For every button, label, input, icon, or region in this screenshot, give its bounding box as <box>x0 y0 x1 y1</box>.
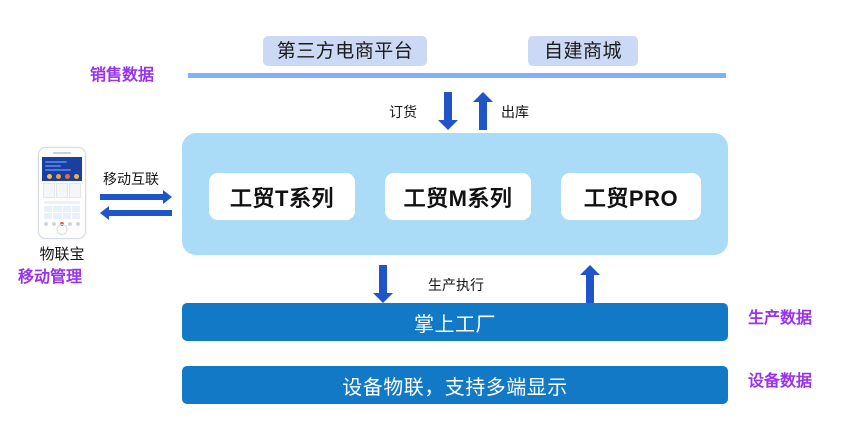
flow-caption-order: 订货 <box>389 104 417 120</box>
phone-section-divider <box>44 201 80 204</box>
phone-summary-cards <box>42 181 82 200</box>
channel-pill-self-built: 自建商城 <box>528 36 638 66</box>
flow-caption-production-execution: 生产执行 <box>428 277 484 293</box>
label-mobile-management: 移动管理 <box>18 269 83 286</box>
phone-mockup <box>38 147 86 239</box>
arrow-up-production-execution-icon <box>580 265 600 303</box>
label-sales-data: 销售数据 <box>90 67 155 84</box>
arrow-down-production-execution-icon <box>373 265 393 303</box>
phone-app-grid <box>42 205 82 220</box>
arrow-right-mobile-internet-icon <box>100 190 172 204</box>
product-box-gongmao-t[interactable]: 工贸T系列 <box>209 173 355 220</box>
erp-product-container: 工贸T系列 工贸M系列 工贸PRO <box>182 133 728 255</box>
phone-app-banner <box>42 157 82 181</box>
bar-palm-factory[interactable]: 掌上工厂 <box>182 303 728 341</box>
channel-pill-third-party: 第三方电商平台 <box>263 36 427 66</box>
arrow-left-mobile-internet-icon <box>100 206 172 220</box>
phone-screen <box>42 157 82 225</box>
flow-caption-outbound: 出库 <box>501 104 529 120</box>
flow-caption-mobile-internet: 移动互联 <box>103 171 159 187</box>
phone-home-button <box>56 224 68 235</box>
erp-product-row: 工贸T系列 工贸M系列 工贸PRO <box>182 173 728 220</box>
label-production-data: 生产数据 <box>748 310 813 327</box>
product-box-gongmao-pro[interactable]: 工贸PRO <box>561 173 701 220</box>
label-device-data: 设备数据 <box>748 373 813 390</box>
phone-speaker-notch <box>53 152 71 154</box>
bar-device-iot[interactable]: 设备物联，支持多端显示 <box>182 366 728 404</box>
product-box-gongmao-m[interactable]: 工贸M系列 <box>385 173 531 220</box>
phone-app-label: 物联宝 <box>39 246 85 263</box>
sales-divider-line <box>188 73 726 78</box>
arrow-up-outbound-icon <box>473 92 493 130</box>
arrow-down-order-icon <box>438 92 458 130</box>
